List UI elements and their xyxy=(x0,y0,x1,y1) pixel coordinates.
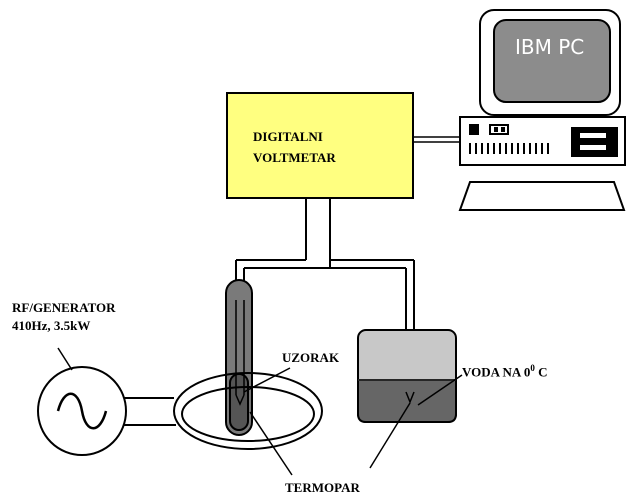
generator-label-leader xyxy=(57,347,73,371)
voltmeter-label-line2: VOLTMETAR xyxy=(253,150,336,165)
voltmeter-label-line1: DIGITALNI xyxy=(253,129,323,144)
voltmeter-pc-cable xyxy=(413,136,460,143)
computer-system-unit xyxy=(459,116,626,166)
water-label: VODA NA 00 C xyxy=(462,360,548,380)
pc-screen-label: IBM PC xyxy=(515,35,585,59)
rf-generator-symbol xyxy=(37,366,127,456)
monitor-screen xyxy=(493,19,611,103)
water-level xyxy=(357,379,457,423)
generator-label-line1: RF/GENERATOR xyxy=(12,300,116,315)
induction-coil xyxy=(173,372,323,450)
generator-label-line2: 410Hz, 3.5kW xyxy=(12,318,91,333)
label-leader-lines xyxy=(243,367,463,476)
digital-voltmeter-box xyxy=(226,92,414,199)
sample-tube xyxy=(225,279,253,436)
water-label-unit: C xyxy=(534,364,548,380)
computer-monitor xyxy=(479,9,621,126)
water-bath-beaker xyxy=(357,329,457,423)
water-label-degree: 0 xyxy=(530,363,535,373)
water-label-prefix: VODA NA 0 xyxy=(462,364,531,380)
thermocouple-label: TERMOPAR xyxy=(285,480,360,495)
keyboard xyxy=(458,181,626,211)
disk-drive-panel xyxy=(571,127,618,157)
vent-grille xyxy=(469,143,549,154)
generator-leads xyxy=(124,397,176,426)
sample-label: UZORAK xyxy=(282,350,340,365)
